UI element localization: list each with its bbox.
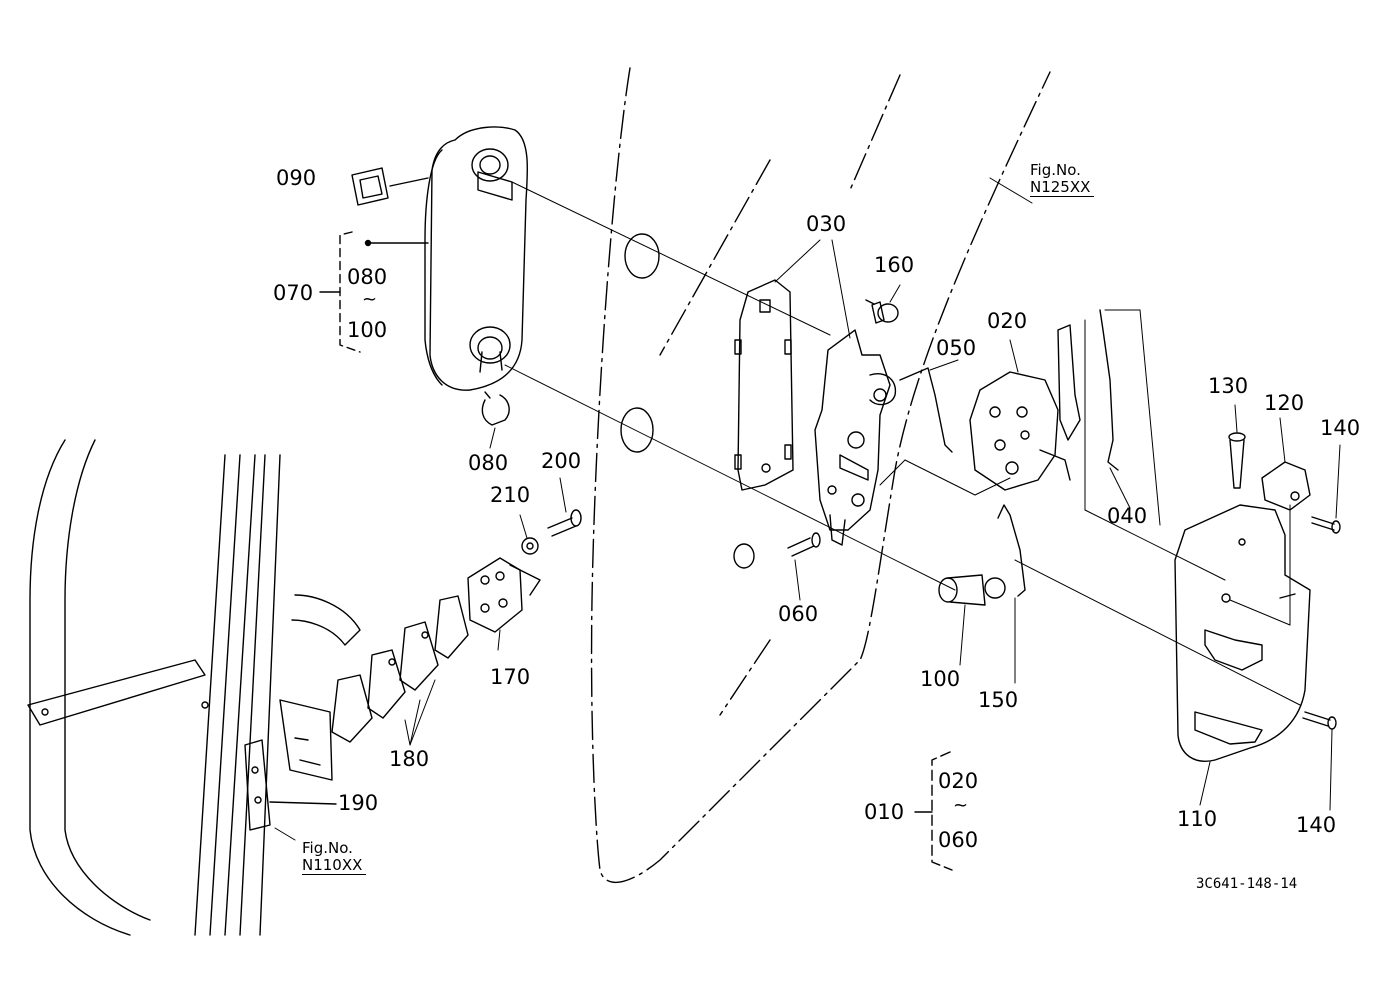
door-glass-outline <box>590 67 1051 884</box>
screw-140-upper <box>1311 516 1341 534</box>
bracket-010 <box>914 751 953 871</box>
screw-130 <box>1228 432 1246 489</box>
label-200: 200 <box>541 449 582 473</box>
label-150: 150 <box>978 688 1019 712</box>
label-160: 160 <box>874 253 915 277</box>
spring-150 <box>997 504 1026 597</box>
label-060: 060 <box>778 602 819 626</box>
label-170: 170 <box>490 665 531 689</box>
striker-170 <box>467 557 541 633</box>
label-120: 120 <box>1264 391 1305 415</box>
rod-050 <box>899 367 953 453</box>
lock-cylinder-100 <box>938 574 1006 606</box>
group-070-parent: 070 <box>273 281 314 305</box>
washer-210 <box>521 537 539 555</box>
glass-hole-middle <box>620 407 654 453</box>
label-140-lower: 140 <box>1296 813 1337 837</box>
label-020: 020 <box>987 309 1028 333</box>
label-140-upper: 140 <box>1320 416 1361 440</box>
group-010-parent: 010 <box>864 800 905 824</box>
label-130: 130 <box>1208 374 1249 398</box>
fig-ref-caption: Fig.No. <box>302 839 353 857</box>
screw-200 <box>547 509 582 537</box>
label-040: 040 <box>1107 504 1148 528</box>
cover-110 <box>1174 504 1311 762</box>
group-070-from: 080 <box>347 265 388 289</box>
plate-030-right <box>814 329 897 546</box>
group-010-to: 060 <box>938 828 979 852</box>
label-080: 080 <box>468 451 509 475</box>
fig-ref-number: N125XX <box>1030 179 1095 197</box>
fig-ref-n125xx[interactable]: Fig.No. N125XX <box>1030 161 1095 197</box>
drawing-id: 3C641-148-14 <box>1196 876 1298 892</box>
handle-120 <box>1261 461 1311 511</box>
leader-lines <box>274 177 1341 841</box>
shims-180 <box>331 595 469 743</box>
clip-080 <box>481 391 510 426</box>
pad-090 <box>351 167 429 206</box>
glass-hole-upper <box>624 233 660 279</box>
label-050: 050 <box>936 336 977 360</box>
label-180: 180 <box>389 747 430 771</box>
label-090: 090 <box>276 166 317 190</box>
outside-handle <box>424 126 529 391</box>
screw-140-lower <box>1302 711 1337 730</box>
fig-ref-n110xx[interactable]: Fig.No. N110XX <box>302 839 367 875</box>
fig-ref-caption: Fig.No. <box>1030 161 1081 179</box>
group-070-to: 100 <box>347 318 388 342</box>
label-210: 210 <box>490 483 531 507</box>
rod-040 <box>1099 309 1119 471</box>
bolt-160 <box>865 299 899 324</box>
assembly-axis-lines <box>504 181 1301 706</box>
plate-030-left <box>734 279 794 491</box>
bracket-070 <box>319 231 429 353</box>
glass-hole-lower <box>733 543 755 569</box>
label-100: 100 <box>920 667 961 691</box>
label-190: 190 <box>338 791 379 815</box>
cab-frame <box>27 439 361 936</box>
plate-190 <box>244 699 337 831</box>
screw-060 <box>787 532 821 557</box>
latch-020 <box>969 324 1081 491</box>
group-010-from: 020 <box>938 769 979 793</box>
label-030: 030 <box>806 212 847 236</box>
fig-ref-number: N110XX <box>302 857 367 875</box>
group-010-sep: ~ <box>953 795 969 816</box>
group-070-sep: ~ <box>362 289 378 310</box>
label-110: 110 <box>1177 807 1218 831</box>
